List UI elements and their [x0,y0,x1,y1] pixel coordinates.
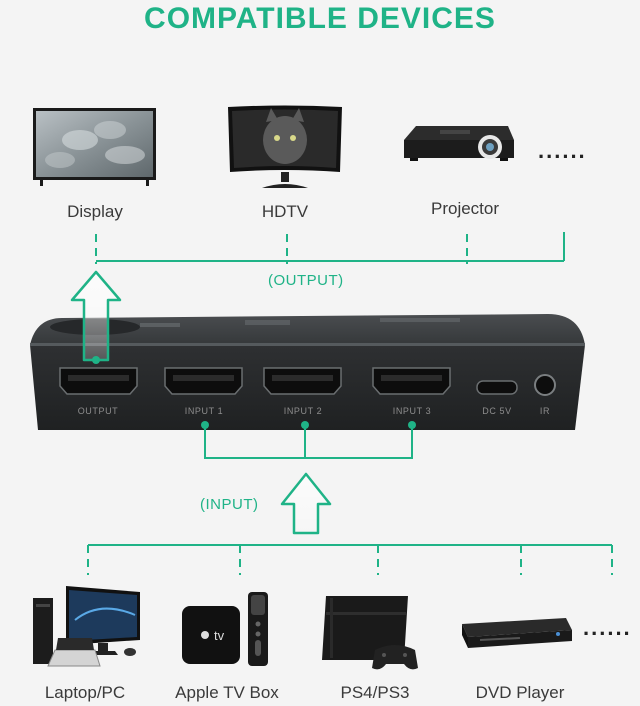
hdtv-monitor-icon [228,105,342,188]
device-label-display: Display [67,202,123,221]
hdmi-switch-box [30,314,585,430]
output-more-dots: ...... [538,138,587,163]
ir-sensor [534,374,556,396]
port-label-input2: INPUT 2 [284,406,323,416]
input-arrow-icon [280,472,332,535]
laptop-pc-icon [33,586,140,667]
device-label-dvd-player: DVD Player [475,683,565,702]
dc-port [476,380,518,395]
projector-icon [404,126,514,161]
output-label: (OUTPUT) [268,272,344,289]
page-title: COMPATIBLE DEVICES [144,2,496,35]
input-more-dots: ...... [583,615,632,640]
port-label-output: OUTPUT [78,406,119,416]
ps4-console-icon [322,596,418,670]
device-label-projector: Projector [430,199,500,218]
port-label-input3: INPUT 3 [393,406,432,416]
output-arrow-icon [70,270,122,364]
port-label-ir: IR [540,406,550,416]
device-label-ps4: PS4/PS3 [340,683,410,702]
port-label-dc: DC 5V [482,406,512,416]
device-label-apple-tv: Apple TV Box [175,683,279,702]
device-label-hdtv: HDTV [261,202,309,221]
apple-tv-box-icon: tv [182,592,268,666]
display-tv-icon [33,108,156,186]
input-label: (INPUT) [200,496,259,513]
port-label-input1: INPUT 1 [185,406,224,416]
input-bus-lines [87,544,613,575]
dvd-player-icon [462,618,572,648]
svg-text:tv: tv [214,628,225,643]
input-connector-lines [204,425,413,459]
device-label-laptop-pc: Laptop/PC [44,683,126,702]
output-bus-lines [95,232,565,264]
